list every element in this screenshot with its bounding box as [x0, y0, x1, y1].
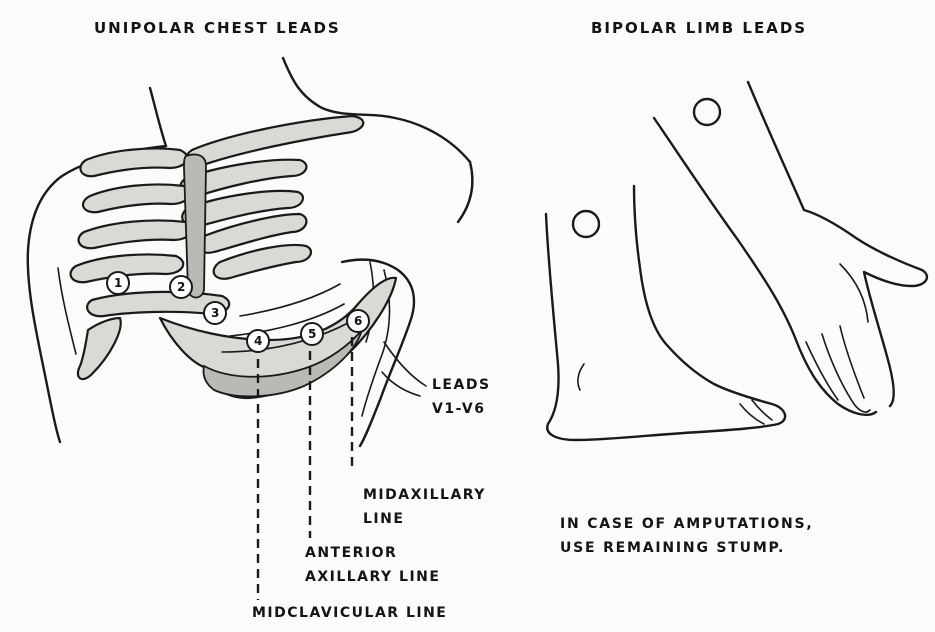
anterior-axillary-label-line2: AXILLARY LINE: [305, 570, 440, 584]
midaxillary-label-line2: LINE: [363, 512, 404, 526]
limb-leads-title: BIPOLAR LIMB LEADS: [591, 21, 807, 36]
electrode-v1-label: 1: [114, 276, 122, 290]
electrode-v5: 5: [301, 323, 323, 345]
leads-label-line1: LEADS: [432, 378, 491, 392]
torso-neck-left: [150, 88, 166, 146]
leads-label-line2: V1-V6: [432, 402, 485, 416]
anterior-axillary-label-line1: ANTERIOR: [305, 546, 397, 560]
electrode-v4: 4: [247, 330, 269, 352]
rib-left-2: [83, 184, 190, 212]
electrode-v6: 6: [347, 310, 369, 332]
torso-right-shoulder: [458, 162, 472, 222]
rib-left-3: [79, 220, 192, 248]
electrode-v2-label: 2: [177, 280, 185, 294]
rib-left-1: [80, 148, 187, 176]
amputation-note-line1: IN CASE OF AMPUTATIONS,: [560, 517, 814, 531]
midaxillary-label-line1: MIDAXILLARY: [363, 488, 486, 502]
amputation-note-line2: USE REMAINING STUMP.: [560, 541, 785, 555]
arm-outline-front: [748, 82, 927, 406]
leg-figure: [546, 186, 785, 440]
leg-outline-front: [546, 186, 785, 440]
electrode-v1: 1: [107, 272, 129, 294]
rib-crease-1: [240, 284, 340, 316]
arm-electrode: [694, 99, 720, 125]
arm-figure: [654, 82, 927, 415]
torso-figure: [28, 58, 473, 446]
electrode-v6-label: 6: [354, 314, 362, 328]
leads-pointer-line-2: [382, 372, 420, 396]
electrode-v5-label: 5: [308, 327, 316, 341]
electrode-v4-label: 4: [254, 334, 262, 348]
rib-left-6: [78, 318, 121, 379]
ankle-line: [578, 364, 584, 390]
midclavicular-label: MIDCLAVICULAR LINE: [252, 606, 447, 620]
rib-5: [214, 245, 311, 279]
electrode-v3: 3: [204, 302, 226, 324]
electrode-v3-label: 3: [211, 306, 219, 320]
leg-electrode: [573, 211, 599, 237]
electrode-v2: 2: [170, 276, 192, 298]
torso-neck-right: [283, 58, 470, 162]
sternum: [184, 154, 206, 297]
chest-leads-title: UNIPOLAR CHEST LEADS: [94, 21, 341, 36]
